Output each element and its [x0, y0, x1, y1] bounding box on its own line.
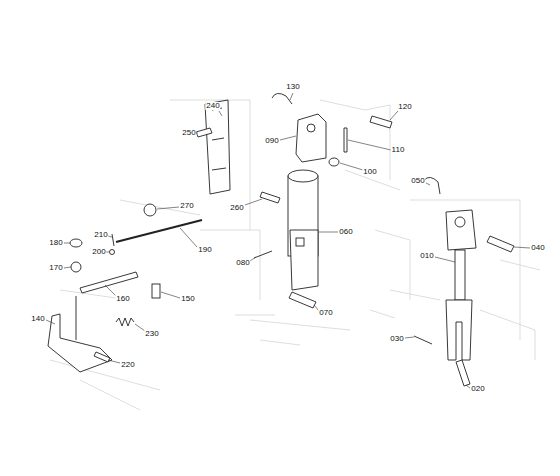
- callout-number: 110: [391, 146, 406, 154]
- leader: [514, 247, 530, 248]
- leader: [108, 360, 120, 363]
- leader: [340, 163, 363, 170]
- pin-250: [196, 128, 212, 137]
- callout-number: 200: [91, 248, 106, 256]
- ghost-line: [390, 200, 540, 360]
- washer-180: [70, 239, 82, 247]
- lever-rod: [76, 296, 77, 340]
- ghost-line: [250, 310, 395, 345]
- callout-number: 250: [181, 129, 196, 137]
- callout-number: 080: [235, 259, 250, 267]
- ring-270: [144, 204, 156, 216]
- callout-number: 010: [419, 252, 434, 260]
- bolt-220: [94, 352, 110, 362]
- ring-170: [71, 262, 81, 272]
- callout-number: 230: [144, 330, 159, 338]
- ghost-line: [320, 100, 410, 300]
- callout-number: 070: [318, 309, 333, 317]
- leader: [280, 136, 296, 140]
- cylinder-base: [290, 230, 318, 290]
- pin-120: [370, 116, 392, 128]
- ghost-background: [50, 100, 540, 410]
- leader: [405, 337, 414, 338]
- callout-number: 270: [179, 202, 194, 210]
- cotter-030: [414, 336, 432, 344]
- callout-number: 050: [410, 177, 425, 185]
- callout-number: 100: [362, 168, 377, 176]
- bracket-240: [205, 100, 230, 194]
- leader: [390, 111, 398, 120]
- callout-number: 090: [264, 137, 279, 145]
- turnbuckle-rod: [455, 250, 465, 300]
- callout-number: 180: [48, 239, 63, 247]
- pin-040: [487, 236, 514, 252]
- ghost-line: [50, 200, 200, 410]
- callout-number: 140: [30, 315, 45, 323]
- pin-070: [289, 292, 316, 308]
- leader: [319, 232, 338, 233]
- leader: [348, 140, 391, 150]
- cable-190: [116, 220, 202, 242]
- block-150: [152, 284, 160, 298]
- leader-lines: [46, 93, 530, 388]
- callout-number: 120: [397, 103, 412, 111]
- callout-number: 240: [205, 102, 220, 110]
- clip-130: [272, 93, 292, 104]
- cylinder-lug: [296, 238, 304, 246]
- callout-number: 130: [285, 83, 300, 91]
- callout-number: 190: [197, 246, 212, 254]
- pin-210: [112, 234, 114, 246]
- turnbuckle-010: [446, 210, 476, 250]
- clevis-090: [296, 114, 326, 162]
- leader: [245, 199, 262, 205]
- callout-number: 160: [115, 295, 130, 303]
- leader: [64, 267, 71, 268]
- leader: [64, 243, 70, 244]
- leader: [219, 111, 222, 116]
- lever-140: [48, 314, 112, 372]
- callout-number: 020: [470, 385, 485, 393]
- callout-number: 040: [530, 244, 545, 252]
- leader: [290, 93, 293, 100]
- cotter-080: [254, 251, 272, 258]
- cylinder-top: [288, 170, 318, 182]
- leader: [435, 257, 455, 262]
- callout-number: 170: [48, 264, 63, 272]
- turnbuckle-eye: [455, 217, 465, 227]
- turnbuckle-fork: [446, 300, 472, 360]
- pin-260: [260, 192, 280, 203]
- leader: [161, 292, 180, 298]
- pin-020: [456, 360, 470, 386]
- washer-100: [329, 158, 339, 166]
- ghost-line: [170, 100, 275, 315]
- leader: [180, 228, 197, 247]
- leader: [157, 207, 179, 209]
- callout-number: 060: [338, 228, 353, 236]
- spring-230: [116, 318, 134, 326]
- callout-number: 220: [120, 361, 135, 369]
- callout-number: 030: [389, 335, 404, 343]
- leader: [426, 183, 430, 185]
- leader: [46, 320, 55, 324]
- washer-200: [110, 250, 115, 255]
- clevis-hole: [307, 124, 315, 132]
- callout-number: 150: [180, 295, 195, 303]
- clip-050: [424, 177, 440, 194]
- pin-110: [344, 128, 347, 152]
- leader: [250, 257, 256, 261]
- callout-number: 260: [229, 204, 244, 212]
- callout-number: 210: [93, 231, 108, 239]
- parts: [48, 93, 514, 386]
- link-160: [80, 272, 138, 293]
